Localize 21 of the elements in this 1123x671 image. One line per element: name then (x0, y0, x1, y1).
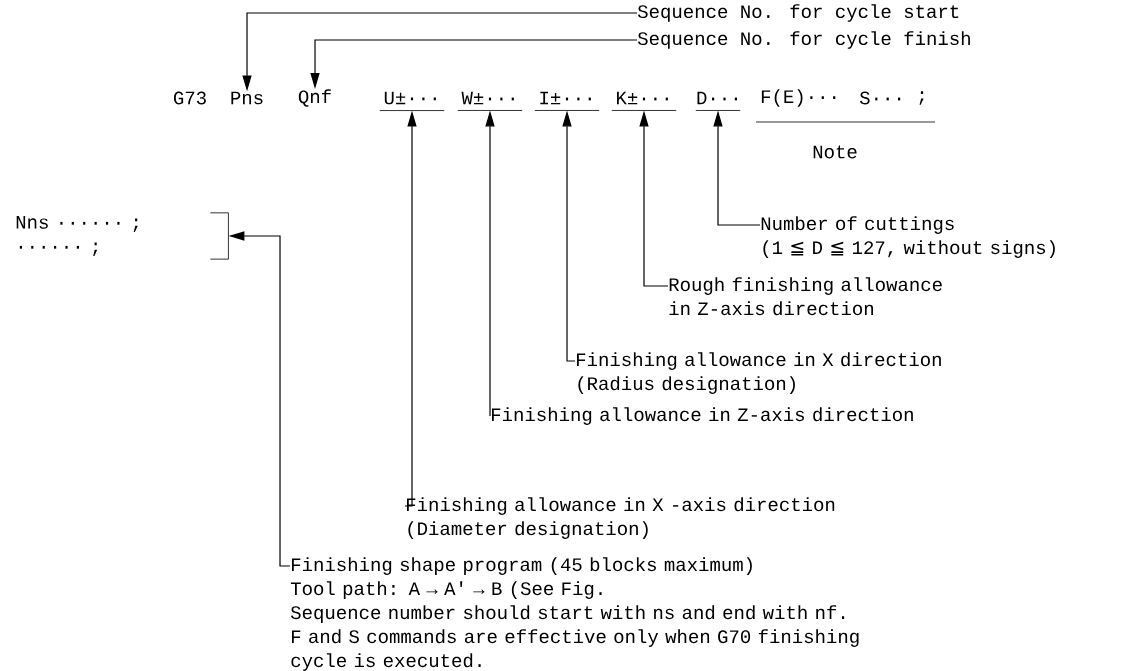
annotation-text: Number of cuttings (1 ≦ D ≦ 127, without signs) (761, 216, 1055, 258)
command-word: K±··· (611, 91, 677, 111)
annotation-text: Finishing allowance in Z-axis direction (492, 407, 913, 425)
annotation-text: Sequence No. for cycle start (637, 4, 959, 22)
annotation-text: Sequence No. for cycle finish (637, 31, 970, 49)
annotation-text: Finishing allowance in X -axis direction (Diameter designation) (407, 497, 835, 539)
command-word: G73 (173, 91, 206, 105)
note-text: Note (813, 145, 857, 159)
command-word: S··· (859, 91, 901, 105)
command-word: W±··· (457, 91, 523, 111)
command-word: I±··· (534, 91, 600, 111)
command-word: ; (919, 91, 924, 105)
program-block: Nns ······ ; ······ ; (16, 212, 229, 260)
annotation-text: Rough finishing allowance in Z-axis direction (669, 277, 942, 316)
command-word: D··· (695, 91, 741, 111)
annotation-text: Finishing shape program (45 blocks maximum) Tool path: A → A' → B (See Fig. Sequence number should start with ns and end with nf. F and S commands are effective only when G70 finishing cycle is executed. (290, 557, 859, 671)
command-word: F(E)··· (761, 89, 836, 107)
annotation-text: Finishing allowance in X direction (Radius designation) (577, 352, 941, 394)
command-word: Qnf (298, 89, 331, 107)
command-word: U±··· (379, 91, 445, 111)
command-word: Pns (231, 91, 263, 105)
